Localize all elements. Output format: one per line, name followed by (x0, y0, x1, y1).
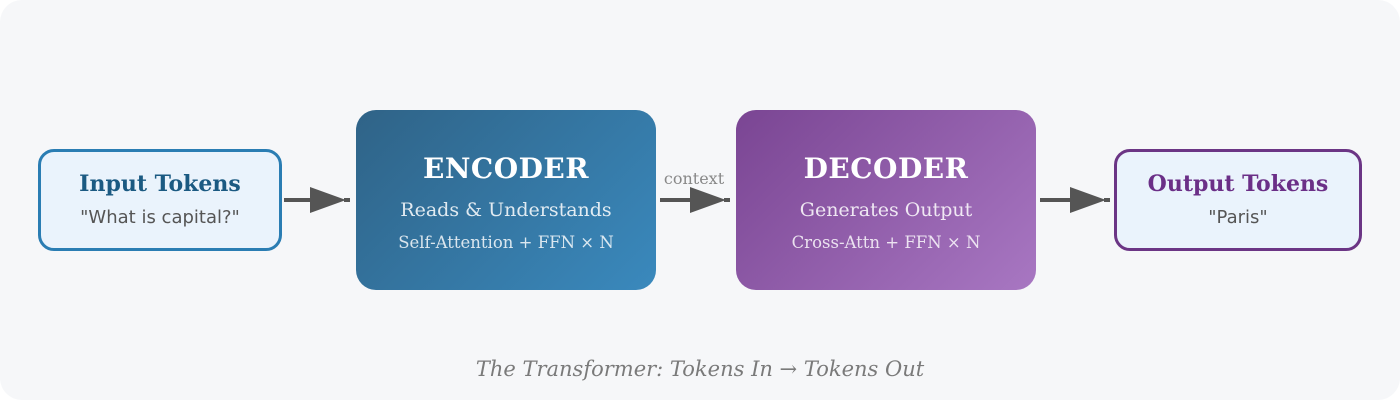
arrow-encoder-to-decoder (660, 187, 730, 213)
decoder-detail: Cross-Attn + FFN × N (791, 233, 981, 252)
diagram-caption: The Transformer: Tokens In → Tokens Out (475, 357, 925, 381)
encoder-title: ENCODER (422, 152, 589, 185)
input-tokens-text: "What is capital?" (80, 206, 240, 228)
input-tokens-box: Input Tokens "What is capital?" (38, 149, 282, 251)
decoder-title: DECODER (803, 152, 969, 185)
output-tokens-title: Output Tokens (1147, 171, 1329, 198)
decoder-block: DECODER Generates Output Cross-Attn + FF… (736, 110, 1036, 290)
input-tokens-title: Input Tokens (79, 171, 241, 198)
encoder-subtitle: Reads & Understands (400, 199, 612, 221)
context-label: context (663, 169, 725, 188)
output-tokens-text: "Paris" (1208, 206, 1268, 228)
encoder-detail: Self-Attention + FFN × N (398, 233, 614, 252)
arrow-decoder-to-output (1040, 187, 1110, 213)
arrow-input-to-encoder (284, 187, 350, 213)
decoder-subtitle: Generates Output (799, 199, 973, 221)
encoder-block: ENCODER Reads & Understands Self-Attenti… (356, 110, 656, 290)
output-tokens-box: Output Tokens "Paris" (1114, 149, 1362, 251)
